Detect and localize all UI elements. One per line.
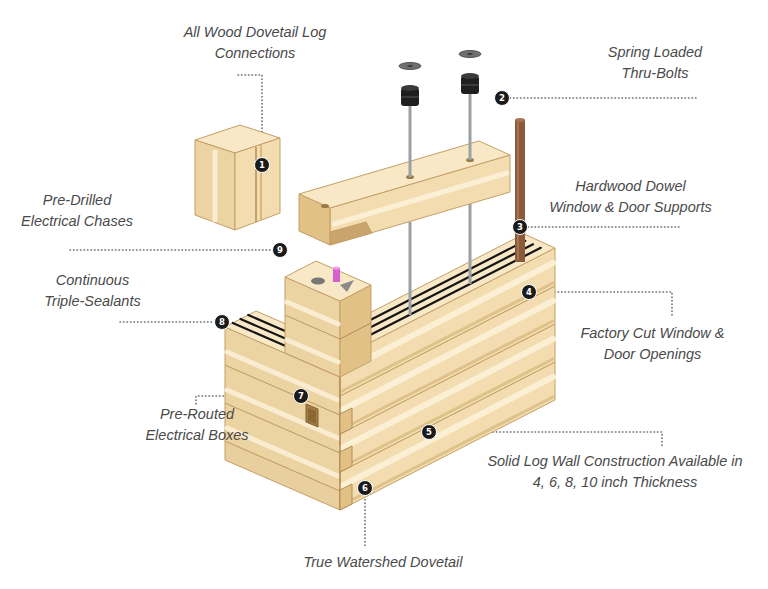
leader-line [120, 321, 214, 323]
hardwood-dowel [515, 120, 525, 262]
thru-bolt [469, 204, 472, 284]
leader-line [537, 292, 672, 318]
electrical-chase [333, 268, 340, 282]
leader-line [364, 496, 366, 547]
spring-groove [401, 96, 419, 98]
sealant-strip [364, 248, 541, 338]
thru-bolt [409, 104, 412, 177]
callout-number: 7 [293, 388, 309, 404]
chase-hole [321, 204, 329, 208]
block-face [235, 138, 280, 230]
callout-number-text: 3 [517, 223, 523, 232]
callout-number: 9 [272, 242, 288, 258]
callout-label: Solid Log Wall Construction Available in… [481, 451, 749, 493]
callout-number-text: 7 [298, 392, 304, 401]
callout-number: 1 [254, 157, 270, 173]
callout-number: 8 [214, 314, 230, 330]
callout-number-text: 1 [259, 161, 265, 170]
callout-number: 4 [521, 284, 537, 300]
spring-groove [461, 84, 479, 86]
chase-hole [311, 278, 325, 285]
washer-hole [467, 53, 473, 55]
washer [399, 63, 421, 70]
spring-nut-top [401, 85, 419, 91]
callout-number: 5 [421, 424, 437, 440]
callout-number-text: 8 [219, 318, 225, 327]
spring-nut-top [461, 73, 479, 79]
electrical-chase-top [333, 267, 340, 270]
callout-number-text: 4 [526, 288, 532, 297]
sealant-strip [349, 241, 526, 331]
leader-line [70, 249, 272, 251]
callout-label: Pre-Drilled Electrical Chases [13, 190, 141, 232]
callout-label: True Watershed Dovetail [273, 552, 493, 573]
callout-number: 6 [357, 480, 373, 496]
callout-number: 2 [494, 90, 510, 106]
leader-line [510, 97, 697, 99]
callout-label: Hardwood Dowel Window & Door Supports [548, 176, 713, 218]
dowel-top [515, 118, 525, 122]
callout-number-text: 6 [362, 484, 368, 493]
callout-label: Continuous Triple-Sealants [35, 270, 150, 312]
callout-label: All Wood Dovetail Log Connections [180, 22, 330, 64]
chase-notch [340, 280, 354, 292]
log-top [285, 261, 371, 301]
log-end [299, 194, 330, 245]
callout-label: Pre-Routed Electrical Boxes [137, 404, 257, 446]
electrical-box [306, 404, 318, 427]
log-top [299, 141, 510, 208]
callout-number-text: 9 [277, 246, 283, 255]
leader-line [528, 226, 680, 228]
log-shadow [342, 283, 553, 391]
callout-number-text: 5 [426, 428, 432, 437]
log-highlight [287, 340, 338, 362]
log-highlight [334, 173, 507, 224]
dowel-highlight [517, 122, 519, 260]
washer [459, 51, 481, 58]
log-highlight [287, 302, 338, 324]
callout-number: 3 [512, 219, 528, 235]
dovetail-end [340, 408, 352, 434]
callout-number-text: 2 [499, 94, 505, 103]
electrical-box-inner [308, 408, 316, 424]
log-highlight [213, 150, 218, 222]
sealant-strip [357, 244, 534, 334]
thru-bolt [409, 222, 412, 315]
log-joint [340, 323, 371, 339]
dovetail-end [340, 446, 352, 472]
washer-hole [407, 65, 413, 67]
callout-label: Factory Cut Window & Door Openings [580, 323, 725, 365]
dovetail-end [340, 484, 352, 510]
block-face [195, 140, 235, 230]
thru-bolt [469, 92, 472, 160]
callout-label: Spring Loaded Thru-Bolts [590, 42, 720, 84]
